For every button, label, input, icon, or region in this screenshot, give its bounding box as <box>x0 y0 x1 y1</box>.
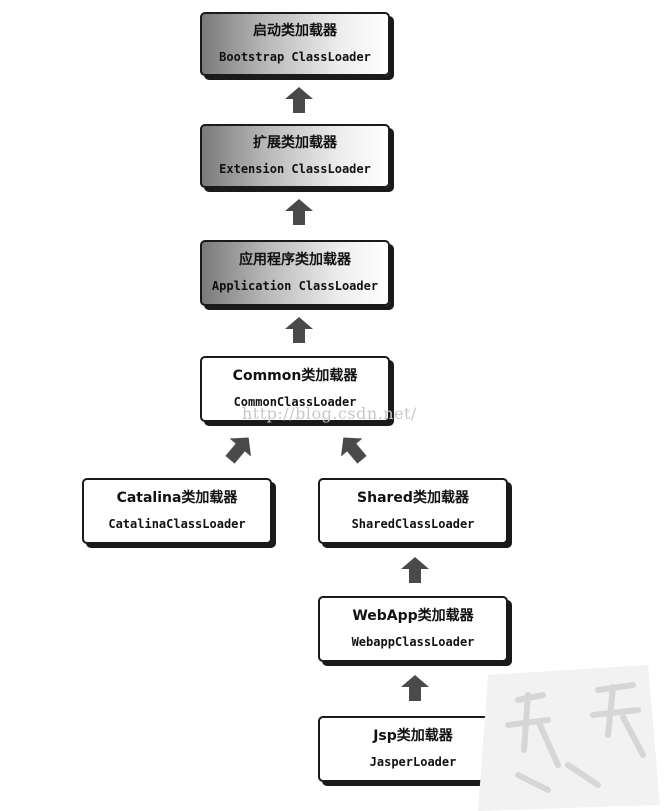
shared-classloader-box: Shared类加载器 SharedClassLoader <box>318 478 508 544</box>
webapp-classloader-box: WebApp类加载器 WebappClassLoader <box>318 596 508 662</box>
application-en-label: Application ClassLoader <box>211 279 379 293</box>
seal-watermark-icon <box>478 665 660 811</box>
bootstrap-en-label: Bootstrap ClassLoader <box>219 50 371 64</box>
arrow-up-icon <box>401 557 429 583</box>
arrow-up-right-icon <box>225 437 252 464</box>
application-classloader-box: 应用程序类加载器 Application ClassLoader <box>200 240 390 306</box>
shared-cn-label: Shared类加载器 <box>357 490 469 506</box>
bootstrap-cn-label: 启动类加载器 <box>253 23 337 39</box>
catalina-en-label: CatalinaClassLoader <box>108 517 246 531</box>
jsp-en-label: JasperLoader <box>369 755 457 769</box>
common-classloader-box: Common类加载器 CommonClassLoader <box>200 356 390 422</box>
arrow-up-icon <box>285 199 313 225</box>
extension-classloader-box: 扩展类加载器 Extension ClassLoader <box>200 124 390 188</box>
webapp-cn-label: WebApp类加载器 <box>352 608 474 624</box>
bootstrap-classloader-box: 启动类加载器 Bootstrap ClassLoader <box>200 12 390 76</box>
extension-cn-label: 扩展类加载器 <box>253 135 337 151</box>
catalina-classloader-box: Catalina类加载器 CatalinaClassLoader <box>82 478 272 544</box>
shared-en-label: SharedClassLoader <box>351 517 475 531</box>
jsp-cn-label: Jsp类加载器 <box>373 728 453 744</box>
watermark-url: http://blog.csdn.net/ <box>242 404 417 423</box>
common-en-label: CommonClassLoader <box>233 395 357 409</box>
arrow-up-icon <box>285 317 313 343</box>
arrow-up-icon <box>285 87 313 113</box>
application-cn-label: 应用程序类加载器 <box>239 252 351 268</box>
webapp-en-label: WebappClassLoader <box>351 635 475 649</box>
catalina-cn-label: Catalina类加载器 <box>116 490 238 506</box>
common-cn-label: Common类加载器 <box>232 368 358 384</box>
extension-en-label: Extension ClassLoader <box>219 162 371 176</box>
arrow-up-icon <box>401 675 429 701</box>
arrow-up-left-icon <box>340 437 367 464</box>
